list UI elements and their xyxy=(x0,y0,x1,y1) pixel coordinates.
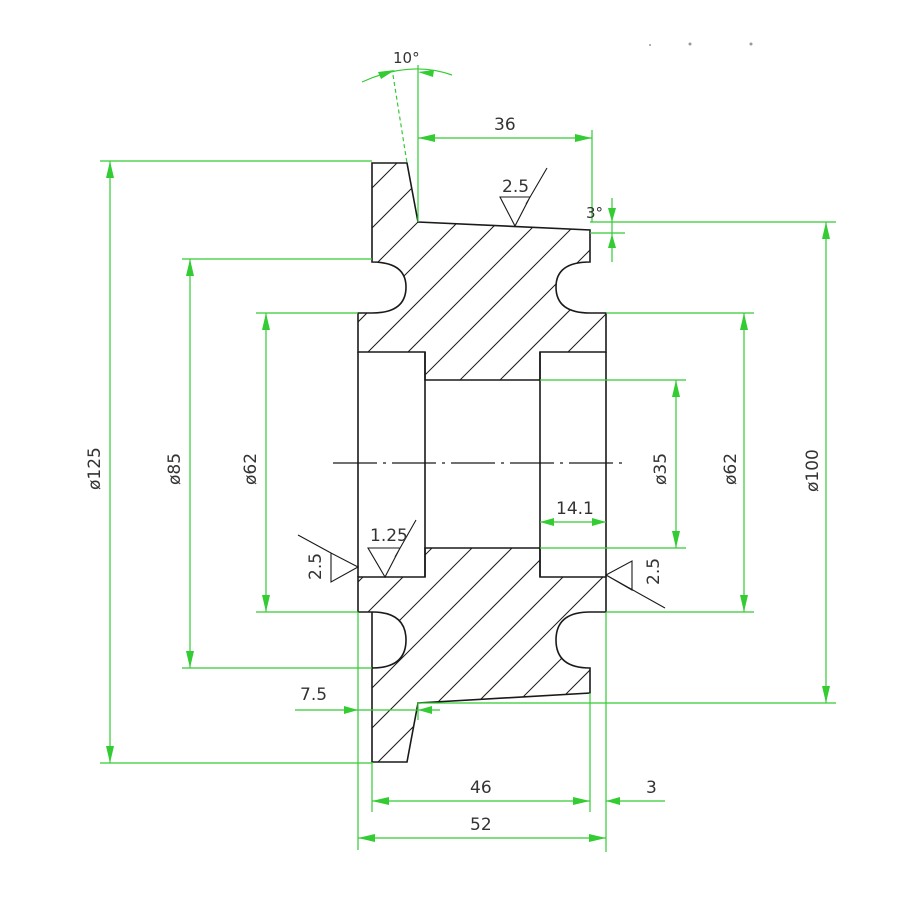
angle-10-label: 10° xyxy=(393,49,420,67)
width-46-label: 46 xyxy=(470,778,492,798)
finish-left-label: 2.5 xyxy=(306,553,326,580)
finish-right-label: 2.5 xyxy=(644,558,664,585)
surface-finish-symbols xyxy=(297,167,666,609)
hatch-lower xyxy=(358,548,606,762)
dia-62-right-label: ø62 xyxy=(721,453,741,485)
dia-35-label: ø35 xyxy=(651,453,671,485)
width-36-label: 36 xyxy=(494,115,516,135)
recess-depth-label: 14.1 xyxy=(556,499,594,519)
dimension-lines xyxy=(100,65,836,852)
width-3-label: 3 xyxy=(646,778,657,798)
width-52-label: 52 xyxy=(470,815,492,835)
dia-125-label: ø125 xyxy=(85,447,105,490)
dimension-labels: 10° 36 3° 2.5 1.25 14.1 7.5 46 3 52 ø125… xyxy=(85,49,823,835)
faint-marks xyxy=(649,42,753,46)
hatch-upper xyxy=(358,163,606,380)
finish-top-label: 2.5 xyxy=(502,177,529,197)
dia-85-label: ø85 xyxy=(165,453,185,485)
offset-7-5-label: 7.5 xyxy=(300,685,327,705)
angle-3-label: 3° xyxy=(586,204,603,222)
dia-100-label: ø100 xyxy=(803,449,823,492)
finish-bore-label: 1.25 xyxy=(370,526,408,546)
dia-62-left-label: ø62 xyxy=(241,453,261,485)
